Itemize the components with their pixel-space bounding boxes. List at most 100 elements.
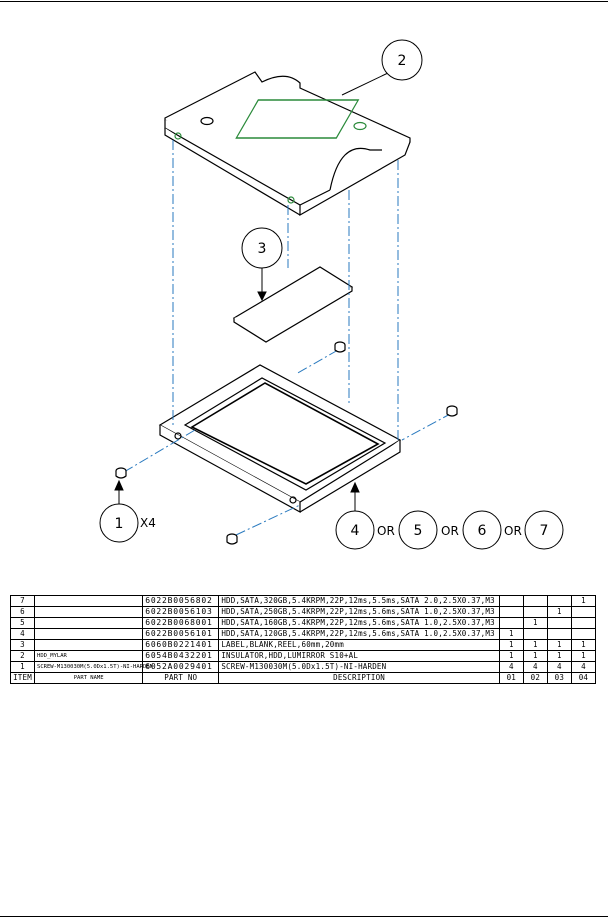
config-01-header: 01: [498, 672, 524, 684]
part-name-cell: [34, 617, 144, 629]
balloon-7-label: 7: [540, 523, 549, 539]
item-cell: 4: [9, 628, 36, 640]
qty-01-cell: 1: [498, 639, 524, 651]
part-name-cell: [34, 595, 144, 607]
qty-02-cell: 1: [522, 617, 548, 629]
mylar-green-area: [235, 99, 360, 139]
part-name-cell: [34, 639, 144, 651]
bom-row: 6 6022B0056103 HDD,SATA,250GB,5.4KRPM,22…: [9, 606, 597, 618]
part-no-header: PART NO: [142, 672, 220, 684]
exploded-assembly-drawing: 2 3 1 4 5 6 7 X4 OR OR OR: [99, 39, 564, 550]
quantity-label: X4: [140, 516, 156, 530]
balloon-3: [241, 227, 283, 269]
balloon-1: [99, 503, 139, 543]
item-cell: 2: [9, 650, 36, 662]
qty-01-cell: 1: [498, 650, 524, 662]
description-cell: SCREW-M130030M(5.0Dx1.5T)-NI-HARDEN: [218, 661, 500, 673]
bom-row: 5 6022B0068001 HDD,SATA,160GB,5.4KRPM,22…: [9, 617, 597, 629]
description-header: DESCRIPTION: [218, 672, 500, 684]
top-border: [0, 1, 608, 2]
balloon-1-label: 1: [115, 516, 124, 532]
qty-04-cell: 4: [570, 661, 597, 673]
qty-01-cell: 4: [498, 661, 524, 673]
bom-row: 2 HDD_MYLAR 6054B0432201 INSULATOR,HDD,L…: [9, 650, 597, 662]
description-cell: HDD,SATA,160GB,5.4KRPM,22P,12ms,5.6ms,SA…: [218, 617, 500, 629]
part-no-cell: 6022B0056802: [142, 595, 220, 607]
part-no-cell: 6022B0056101: [142, 628, 220, 640]
qty-02-cell: 1: [522, 650, 548, 662]
qty-03-cell: 1: [546, 650, 572, 662]
bom-row: 4 6022B0056101 HDD,SATA,120GB,5.4KRPM,22…: [9, 628, 597, 640]
qty-04-cell: 1: [570, 595, 597, 607]
qty-03-cell: [546, 628, 572, 640]
hdd-part: [158, 364, 402, 514]
qty-04-cell: 1: [570, 650, 597, 662]
qty-02-cell: 1: [522, 639, 548, 651]
qty-01-cell: [498, 617, 524, 629]
qty-04-cell: [570, 628, 597, 640]
balloon-5-label: 5: [414, 523, 423, 539]
qty-04-cell: [570, 617, 597, 629]
qty-03-cell: 1: [546, 639, 572, 651]
qty-01-cell: [498, 595, 524, 607]
screw-icon: [226, 533, 238, 545]
qty-02-cell: 4: [522, 661, 548, 673]
balloon-3-label: 3: [258, 241, 267, 257]
bom-header-row: ITEM PART NAME PART NO DESCRIPTION 01 02…: [9, 672, 597, 684]
part-name-cell: [34, 628, 144, 640]
part-name-cell: HDD_MYLAR: [34, 650, 144, 662]
screw-icon: [446, 405, 458, 417]
qty-04-cell: [570, 606, 597, 618]
description-cell: HDD,SATA,250GB,5.4KRPM,22P,12ms,5.6ms,SA…: [218, 606, 500, 618]
part-no-cell: 6022B0056103: [142, 606, 220, 618]
part-no-cell: 6060B0221401: [142, 639, 220, 651]
balloon-6-label: 6: [478, 523, 487, 539]
part-no-cell: 6022B0068001: [142, 617, 220, 629]
item-cell: 5: [9, 617, 36, 629]
description-cell: INSULATOR,HDD,LUMIRROR S10+AL: [218, 650, 500, 662]
qty-03-cell: [546, 595, 572, 607]
bom-row: 7 6022B0056802 HDD,SATA,320GB,5.4KRPM,22…: [9, 595, 597, 607]
item-cell: 6: [9, 606, 36, 618]
description-cell: HDD,SATA,120GB,5.4KRPM,22P,12ms,5.6ms,SA…: [218, 628, 500, 640]
part-no-cell: 6054B0432201: [142, 650, 220, 662]
part-name-header: PART NAME: [34, 672, 144, 684]
bottom-border: [0, 916, 608, 917]
description-cell: LABEL,BLANK,REEL,60mm,20mm: [218, 639, 500, 651]
bom-row: 3 6060B0221401 LABEL,BLANK,REEL,60mm,20m…: [9, 639, 597, 651]
balloon-5: [398, 510, 438, 550]
balloon-4: [335, 510, 375, 550]
qty-03-cell: 4: [546, 661, 572, 673]
screws: [115, 341, 458, 545]
bom-row: 1 SCREW-M130030M(5.0Dx1.5T)-NI-HARDEN 60…: [9, 661, 597, 673]
blank-label-part: [232, 266, 354, 343]
item-header: ITEM: [9, 672, 36, 684]
balloons: [99, 39, 564, 550]
item-cell: 3: [9, 639, 36, 651]
qty-02-cell: [522, 606, 548, 618]
qty-01-cell: [498, 606, 524, 618]
qty-03-cell: 1: [546, 606, 572, 618]
hdd-mylar-part: [164, 71, 411, 217]
or-label: OR: [504, 524, 522, 538]
bill-of-materials-table: 7 6022B0056802 HDD,SATA,320GB,5.4KRPM,22…: [9, 595, 597, 684]
item-cell: 1: [9, 661, 36, 673]
leader-lines: [114, 72, 389, 512]
balloon-7: [524, 510, 564, 550]
config-02-header: 02: [522, 672, 548, 684]
qty-01-cell: 1: [498, 628, 524, 640]
balloon-2: [381, 39, 423, 81]
description-cell: HDD,SATA,320GB,5.4KRPM,22P,12ms,5.5ms,SA…: [218, 595, 500, 607]
alignment-centerlines: [123, 140, 453, 536]
balloon-2-label: 2: [398, 53, 407, 69]
balloon-4-label: 4: [351, 523, 360, 539]
or-label: OR: [377, 524, 395, 538]
balloon-6: [462, 510, 502, 550]
part-name-cell: [34, 606, 144, 618]
screw-icon: [334, 341, 346, 353]
config-04-header: 04: [570, 672, 597, 684]
qty-04-cell: 1: [570, 639, 597, 651]
or-label: OR: [441, 524, 459, 538]
part-no-cell: 6052A0029401: [142, 661, 220, 673]
qty-02-cell: [522, 595, 548, 607]
